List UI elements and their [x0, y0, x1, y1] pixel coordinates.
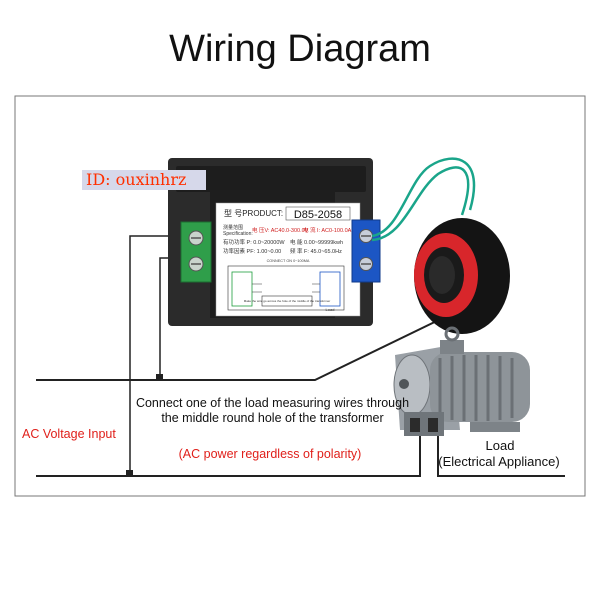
upper-input-wire [36, 299, 481, 381]
schematic-left-terminal [231, 271, 253, 307]
load-description: (Electrical Appliance) [438, 454, 560, 469]
junction-dot-upper [156, 374, 163, 381]
schematic-center-box [261, 295, 313, 307]
meter-freq-row: 频 率 F: 45.0~65.0Hz [290, 247, 342, 255]
polarity-note: (AC power regardless of polarity) [178, 447, 362, 461]
motor-terminal-1 [410, 418, 420, 432]
ct-hole-inner [429, 256, 455, 294]
page-title: Wiring Diagram [169, 28, 431, 70]
meter-voltage-range: 电 压V: AC40.0-300.0V [252, 226, 309, 234]
motor-foot [470, 422, 520, 432]
schematic-load-label: Load [326, 307, 335, 312]
motor [393, 326, 530, 436]
meter-schematic-box [227, 265, 345, 311]
diagram-frame [14, 95, 586, 497]
meter-energy-row: 电 能 0.00~99999kwh [290, 238, 343, 246]
meter-spec-title: 测量范围 [223, 224, 243, 231]
ct-cable-2 [371, 166, 470, 242]
motor-body [430, 352, 530, 422]
ct-cable-1 [371, 157, 476, 238]
watermark: ID: ouxinhrz [82, 170, 206, 190]
ac-input-label: AC Voltage Input [22, 427, 116, 441]
instruction-text: Connect one of the load measuring wires … [135, 396, 410, 425]
motor-eyebolt [444, 326, 460, 342]
meter-model-prefix: 型 号PRODUCT: [224, 209, 283, 218]
meter-top-bezel [176, 166, 366, 192]
meter-model-box [285, 206, 351, 221]
meter-pf-row: 功率因素 PF: 1.00~0.00 [223, 247, 281, 255]
meter-spec-sub: Specification: [223, 231, 253, 237]
motor-fins [438, 355, 514, 421]
schematic-right-terminal [319, 271, 341, 307]
meter-power-row: 有功功率 P: 0.0~20000W [223, 238, 285, 246]
meter-wire-lower [129, 235, 186, 472]
schematic-inner-text: Make the wire go across the hole of the … [244, 299, 331, 303]
meter-spec-label [215, 202, 361, 317]
meter-current-range: 电 流 I: AC0-100.0A [303, 226, 352, 234]
schematic-lines [252, 283, 320, 293]
meter-connect-note: CONNECT ON 0~100MA [267, 259, 310, 263]
motor-shaft [399, 379, 409, 389]
junction-dot-lower [126, 470, 133, 477]
motor-eyebolt-base [440, 340, 464, 354]
load-return-wire [437, 420, 565, 477]
lower-input-wire [36, 420, 421, 477]
load-label: Load [485, 438, 515, 453]
motor-terminal-2 [428, 418, 438, 432]
meter-model: D85-2058 [294, 209, 342, 221]
